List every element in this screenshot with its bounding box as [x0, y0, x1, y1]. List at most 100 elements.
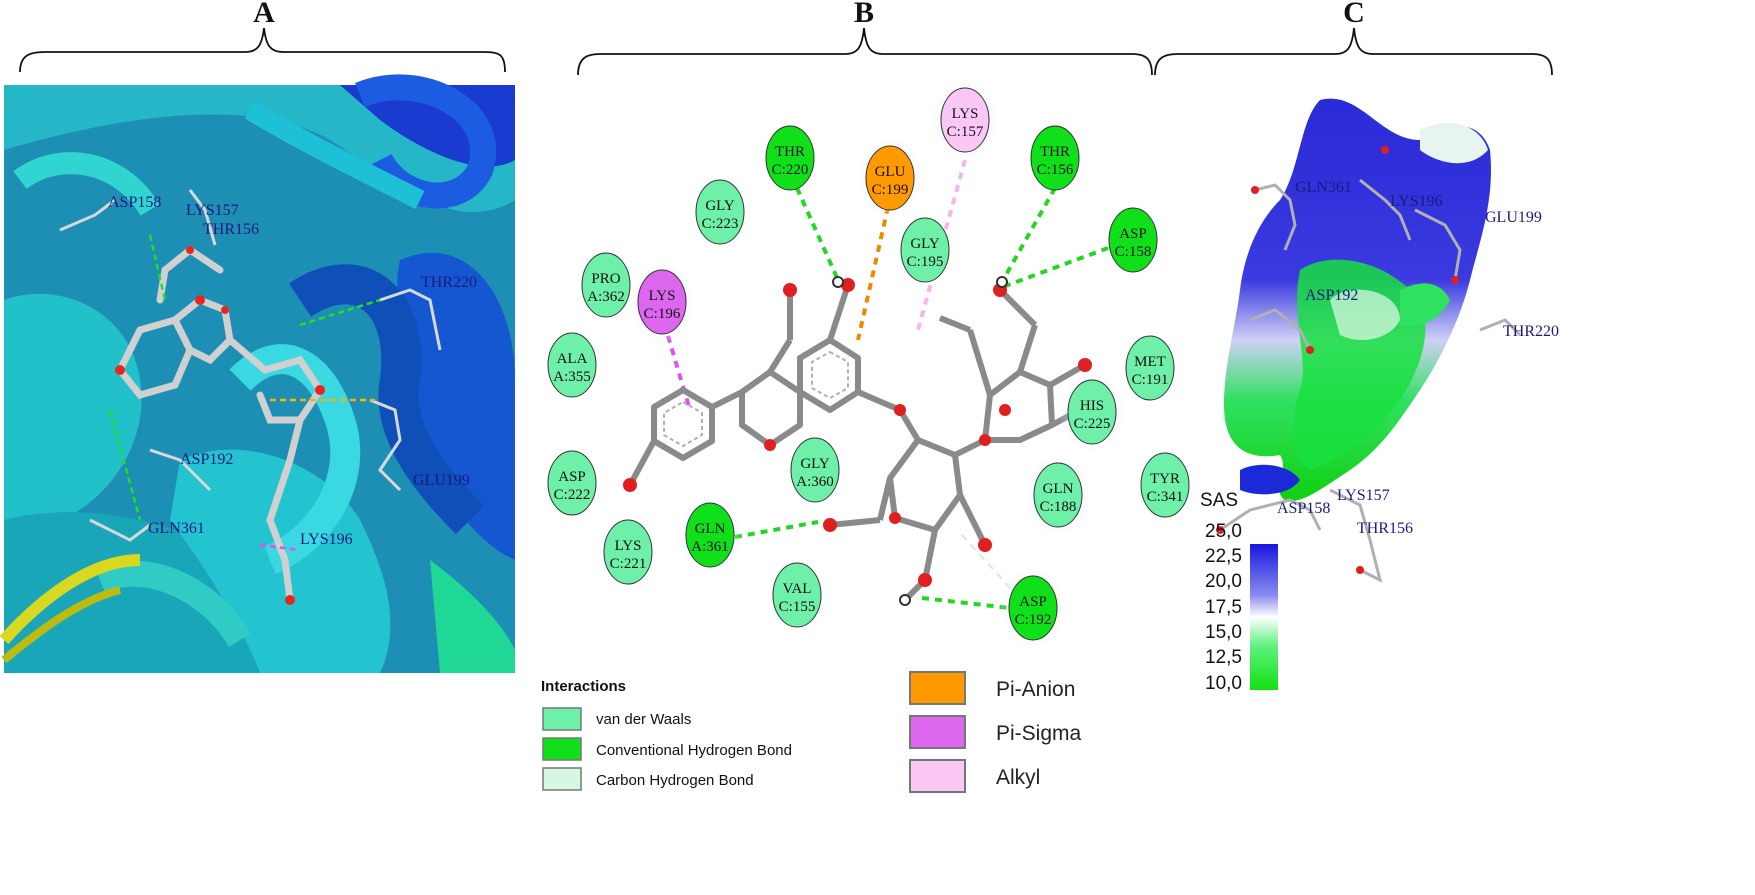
legend-item-van-der-waals: van der Waals [542, 707, 691, 731]
residue-lys221-name: LYS [615, 538, 642, 554]
panel-c-labels: GLN361 LYS196 GLU199 ASP192 THR220 LYS15… [1277, 179, 1559, 537]
residue-gly195-name: GLY [910, 236, 939, 252]
label-lys157-a: LYS157 [186, 202, 239, 219]
residue-gln188: GLN C:188 [1024, 453, 1092, 537]
residue-gln188-id: C:188 [1040, 499, 1077, 515]
residue-asp158: ASP C:158 [1108, 207, 1158, 273]
bracket-a [19, 27, 506, 73]
label-asp192-c: ASP192 [1305, 287, 1358, 304]
legend-label-carbon-hbond: Carbon Hydrogen Bond [596, 772, 754, 789]
label-thr220-a: THR220 [421, 274, 477, 291]
legend-title: Interactions [541, 678, 626, 695]
interaction-lines [666, 159, 1109, 610]
residue-ala355-name: ALA [557, 351, 588, 367]
interaction-legend: Interactions van der Waals Conventional … [541, 671, 1082, 793]
residue-gly360-name: GLY [800, 456, 829, 472]
panel-a-labels: ASP158 LYS157 THR156 THR220 ASP192 GLU19… [108, 194, 477, 548]
residue-gln361-id: A:361 [691, 539, 729, 555]
residue-pro362-name: PRO [591, 271, 620, 287]
residue-thr220-name: THR [775, 144, 805, 160]
panel-letter-b: B [854, 0, 874, 29]
residue-lys157: LYS C:157 [931, 78, 999, 162]
alkyl-lys157 [916, 159, 967, 331]
legend-item-pi-sigma: Pi-Sigma [909, 715, 1082, 749]
residue-asp158-name: ASP [1119, 226, 1147, 242]
residue-tyr341-name: TYR [1150, 471, 1180, 487]
protein-render [0, 74, 515, 673]
panel-letter-a: A [253, 0, 275, 29]
residue-ala355-id: A:355 [553, 369, 591, 385]
residue-lys221-id: C:221 [610, 556, 647, 572]
residue-glu199-name: GLU [875, 164, 906, 180]
residue-asp192-name: ASP [1019, 594, 1047, 610]
residue-asp222-id: C:222 [554, 487, 591, 503]
residue-his225-id: C:225 [1074, 416, 1111, 432]
hbond-asp192 [921, 596, 1011, 610]
residue-gly360-id: A:360 [796, 474, 834, 490]
residue-gly195-id: C:195 [907, 254, 944, 270]
legend-label-pi-sigma: Pi-Sigma [996, 722, 1082, 745]
ligand-atoms [623, 276, 1092, 606]
pi-anion-glu199 [856, 206, 890, 341]
residue-met191: MET C:191 [1125, 335, 1175, 401]
residue-lys196-id: C:196 [644, 306, 681, 322]
legend-item-pi-anion: Pi-Anion [909, 671, 1075, 705]
sas-tick-6: 10,0 [1205, 673, 1242, 694]
panel-letter-c: C [1343, 0, 1365, 29]
residue-asp192: ASP C:192 [999, 566, 1067, 650]
residue-lys221: LYS C:221 [603, 519, 653, 585]
residue-val155-name: VAL [783, 581, 812, 597]
residue-lys196-name: LYS [649, 288, 676, 304]
residue-lys157-name: LYS [952, 106, 979, 122]
residue-thr156: THR C:156 [1030, 125, 1080, 191]
label-asp158-a: ASP158 [108, 194, 161, 211]
residue-met191-name: MET [1134, 354, 1166, 370]
residue-gly223-name: GLY [705, 198, 734, 214]
label-asp192-a: ASP192 [180, 451, 233, 468]
sas-tick-0: 25,0 [1205, 521, 1242, 542]
hbond-thr220 [795, 187, 840, 281]
residue-met191-id: C:191 [1132, 372, 1169, 388]
label-gln361-c: GLN361 [1295, 179, 1352, 196]
label-glu199-a: GLU199 [413, 472, 470, 489]
hbond-asp158 [999, 246, 1109, 290]
residue-asp158-id: C:158 [1115, 244, 1152, 260]
label-lys157-c: LYS157 [1337, 487, 1390, 504]
label-lys196-a: LYS196 [300, 531, 353, 548]
residue-glu199-id: C:199 [872, 182, 909, 198]
residue-his225-name: HIS [1080, 398, 1104, 414]
residue-gln361: GLN A:361 [676, 493, 744, 577]
residue-ala355: ALA A:355 [547, 332, 597, 398]
residue-glu199: GLU C:199 [856, 136, 924, 220]
legend-label-conventional-hbond: Conventional Hydrogen Bond [596, 742, 792, 759]
label-lys196-c: LYS196 [1390, 193, 1443, 210]
ligand-2d [627, 284, 1087, 603]
residue-gln188-name: GLN [1043, 481, 1074, 497]
legend-item-carbon-hbond: Carbon Hydrogen Bond [542, 767, 754, 791]
sas-tick-1: 22,5 [1205, 546, 1242, 567]
bracket-b [577, 27, 1153, 76]
label-thr156-a: THR156 [203, 221, 259, 238]
hbond-thr156 [1000, 187, 1057, 283]
residue-lys157-id: C:157 [947, 124, 984, 140]
residue-gly195: GLY C:195 [900, 217, 950, 283]
residue-val155-id: C:155 [779, 599, 816, 615]
sas-tick-3: 17,5 [1205, 597, 1242, 618]
legend-label-pi-anion: Pi-Anion [996, 678, 1075, 701]
residue-pro362-id: A:362 [587, 289, 625, 305]
residue-tyr341: TYR C:341 [1140, 452, 1190, 518]
label-gln361-a: GLN361 [148, 520, 205, 537]
residue-asp222: ASP C:222 [547, 450, 597, 516]
label-thr156-c: THR156 [1357, 520, 1413, 537]
sas-colorbar: SAS 25,0 22,5 20,0 17,5 15,0 12,5 10,0 [1200, 490, 1278, 694]
sas-tick-5: 12,5 [1205, 647, 1242, 668]
residue-asp192-id: C:192 [1015, 612, 1052, 628]
residue-gly223-id: C:223 [702, 216, 739, 232]
sas-tick-2: 20,0 [1205, 571, 1242, 592]
sas-gradient-bar [1250, 544, 1278, 690]
sas-tick-4: 15,0 [1205, 622, 1242, 643]
residue-val155: VAL C:155 [772, 562, 822, 628]
residue-tyr341-id: C:341 [1147, 489, 1184, 505]
label-asp158-c: ASP158 [1277, 500, 1330, 517]
